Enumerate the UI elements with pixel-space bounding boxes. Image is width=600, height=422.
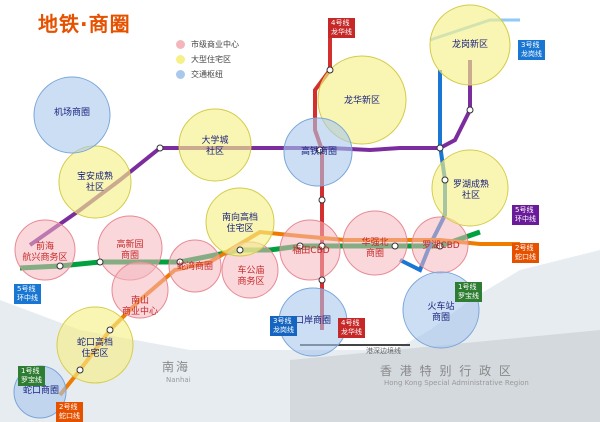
legend-item-commercial: 市级商业中心 <box>176 37 239 52</box>
district-label: 南向高档 住宅区 <box>221 213 258 234</box>
district-label: 罗湖成熟 社区 <box>452 180 489 201</box>
region-nanhai-pinyin: Nanhai <box>166 376 191 384</box>
region-nanhai: 南海 <box>162 360 191 374</box>
legend-item-transport: 交通枢纽 <box>176 67 239 82</box>
line-tag: 2号线 蛇口线 <box>56 402 83 422</box>
district-label: 华强北 商圈 <box>361 238 389 259</box>
district-label: 蛇湾商圈 <box>176 262 213 272</box>
district-label: 宝安成熟 社区 <box>76 172 113 193</box>
district-label: 龙华新区 <box>343 96 380 106</box>
legend-swatch-commercial <box>176 40 185 49</box>
line-tag: 4号线 龙华线 <box>328 18 355 38</box>
line-tag: 3号线 龙岗线 <box>270 316 297 336</box>
legend-label: 大型住宅区 <box>191 55 231 64</box>
district-label: 蛇口商圈 <box>22 386 59 396</box>
district-label: 龙岗新区 <box>451 40 488 50</box>
line-tag: 5号线 环中线 <box>14 284 41 304</box>
district-label: 罗湖CBD <box>422 241 460 251</box>
zone-nanshan <box>111 261 169 319</box>
line-tag: 3号线 龙岗线 <box>518 40 545 60</box>
district-label: 福田CBD <box>292 246 330 256</box>
district-label: 口岸商圈 <box>294 316 331 326</box>
legend-label: 交通枢纽 <box>191 70 223 79</box>
district-label: 南山 商业中心 <box>121 296 158 317</box>
district-label: 高铁商圈 <box>300 147 337 157</box>
district-label: 机场商圈 <box>53 108 90 118</box>
district-label: 车公庙 商务区 <box>237 266 265 287</box>
line-tag: 4号线 龙华线 <box>338 318 365 338</box>
hk-landmass <box>290 330 600 422</box>
zone-longgang <box>429 4 511 86</box>
legend-item-residential: 大型住宅区 <box>176 52 239 67</box>
legend-swatch-transport <box>176 70 185 79</box>
zone-shekou-res <box>56 306 134 384</box>
zone-nanxiang <box>205 187 275 257</box>
zone-futian <box>279 219 341 281</box>
legend: 市级商业中心 大型住宅区 交通枢纽 <box>176 37 239 82</box>
legend-label: 市级商业中心 <box>191 40 239 49</box>
station-markers <box>56 66 474 374</box>
district-label: 火车站 商圈 <box>427 302 455 323</box>
legend-swatch-residential <box>176 55 185 64</box>
district-label: 高新园 商圈 <box>116 240 144 261</box>
zone-longhua <box>317 55 407 145</box>
zone-shewan <box>168 239 222 293</box>
zone-airport <box>33 76 111 154</box>
district-label: 大学城 社区 <box>201 136 229 157</box>
line-tag: 2号线 蛇口线 <box>512 243 539 263</box>
line-tag: 5号线 环中线 <box>512 205 539 225</box>
border-label: 港深边境线 <box>366 347 401 355</box>
map-title: 地铁·商圈 <box>38 12 131 36</box>
line-tag: 1号线 罗宝线 <box>455 282 482 302</box>
zone-huaqiangbei <box>342 210 408 276</box>
region-hk-en: Hong Kong Special Administrative Region <box>384 379 529 387</box>
zone-daxuecheng <box>178 108 252 182</box>
region-hk: 香 港 特 别 行 政 区 <box>380 364 513 378</box>
district-label: 前海 航兴商务区 <box>22 242 68 263</box>
district-label: 蛇口高档 住宅区 <box>76 338 113 359</box>
line-tag: 1号线 罗宝线 <box>18 366 45 386</box>
zone-luohu-res <box>431 149 509 227</box>
residential-zones <box>56 4 511 384</box>
zone-baoan <box>58 145 132 219</box>
